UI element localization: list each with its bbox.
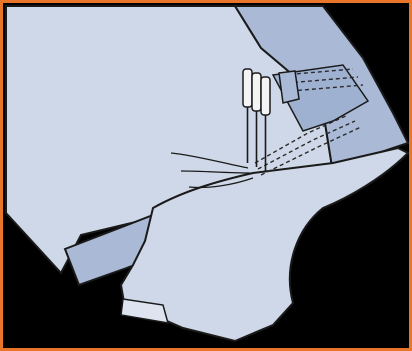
presser-foot xyxy=(279,71,299,103)
fabric-illustration xyxy=(3,3,412,351)
needles xyxy=(243,69,270,171)
